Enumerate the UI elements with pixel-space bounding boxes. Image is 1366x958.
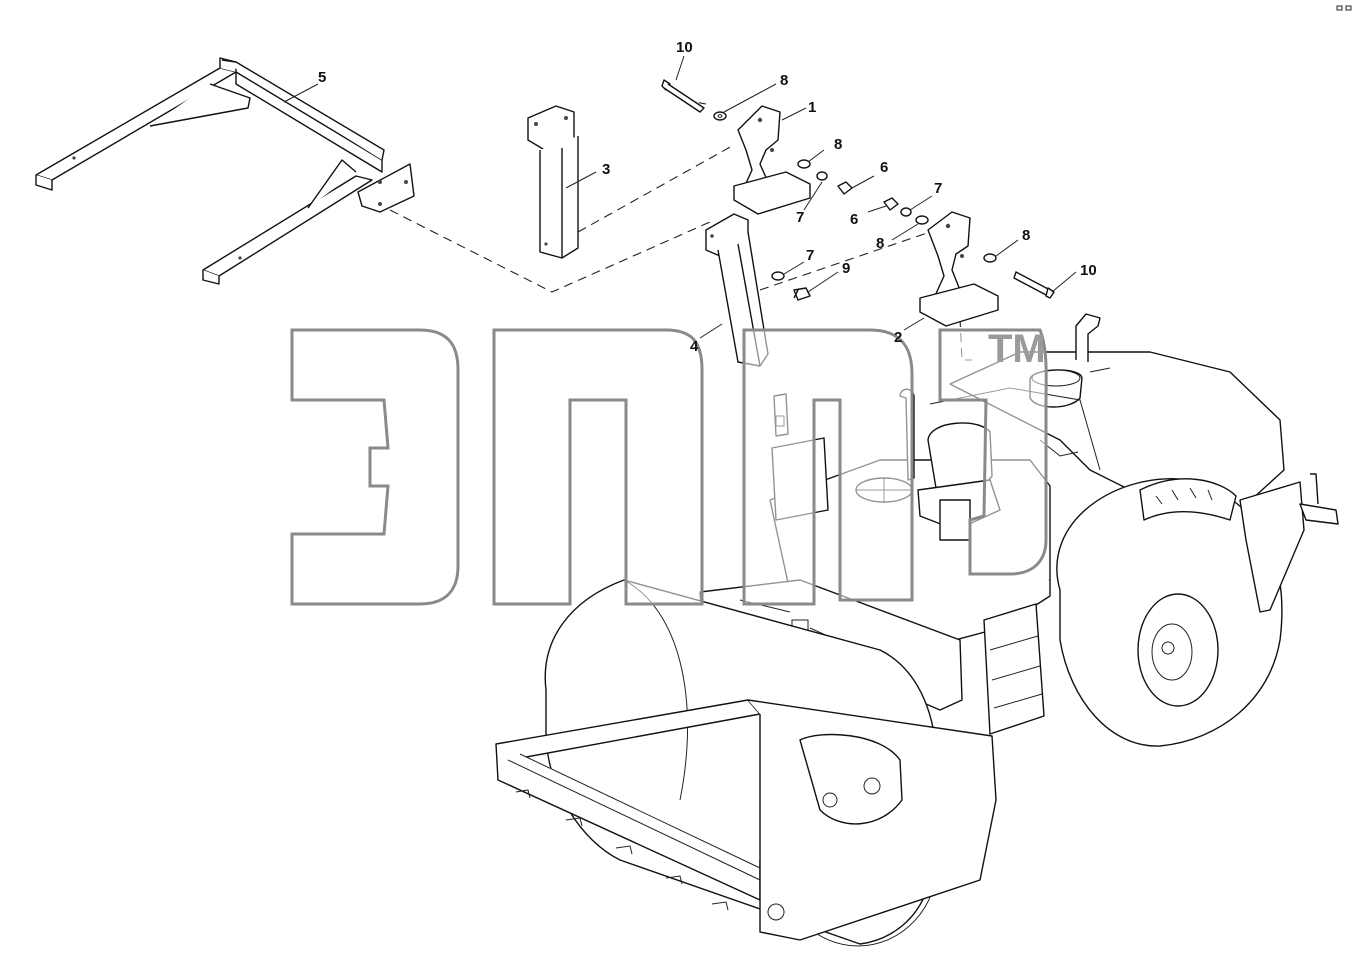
callout-2: 2 — [894, 329, 902, 346]
watermark-trademark: TM — [988, 327, 1046, 371]
roller-compactor — [495, 313, 1339, 947]
callout-10-upper: 10 — [676, 39, 693, 56]
callout-9: 9 — [842, 260, 850, 277]
callout-1: 1 — [808, 99, 816, 116]
bolt-part-9 — [793, 287, 811, 301]
callout-8-b: 8 — [834, 136, 842, 153]
watermark-letter-p — [938, 328, 1048, 576]
post-part-3 — [527, 105, 579, 259]
callout-6-b: 6 — [850, 211, 858, 228]
callout-8-d: 8 — [1022, 227, 1030, 244]
bolt-part-10-upper — [661, 79, 705, 113]
callout-8-a: 8 — [780, 72, 788, 89]
callout-5: 5 — [318, 69, 326, 86]
callout-3: 3 — [602, 161, 610, 178]
callout-6-a: 6 — [880, 159, 888, 176]
callout-labels: 10 8 1 8 6 7 7 6 8 8 10 7 9 3 4 2 5 — [318, 39, 1097, 355]
watermark-logo: TM — [290, 327, 1048, 606]
callout-7-b: 7 — [796, 209, 804, 226]
assembly-guide-lines — [389, 99, 972, 361]
washers-and-nuts — [713, 111, 997, 281]
callout-7-a: 7 — [934, 180, 942, 197]
bracket-part-1 — [733, 105, 811, 215]
watermark-letter-e — [290, 328, 460, 606]
watermark-letter-l — [492, 328, 704, 606]
bracket-part-2 — [919, 211, 999, 327]
watermark-letter-r — [742, 328, 914, 606]
callout-8-c: 8 — [876, 235, 884, 252]
callout-leaders — [283, 55, 1077, 339]
bolt-part-10-lower — [1013, 271, 1055, 299]
callout-4: 4 — [690, 338, 699, 355]
frame-part-5 — [35, 57, 415, 285]
callout-7-c: 7 — [806, 247, 814, 264]
callout-10-lower: 10 — [1080, 262, 1097, 279]
corner-mark-icon — [1336, 5, 1352, 11]
